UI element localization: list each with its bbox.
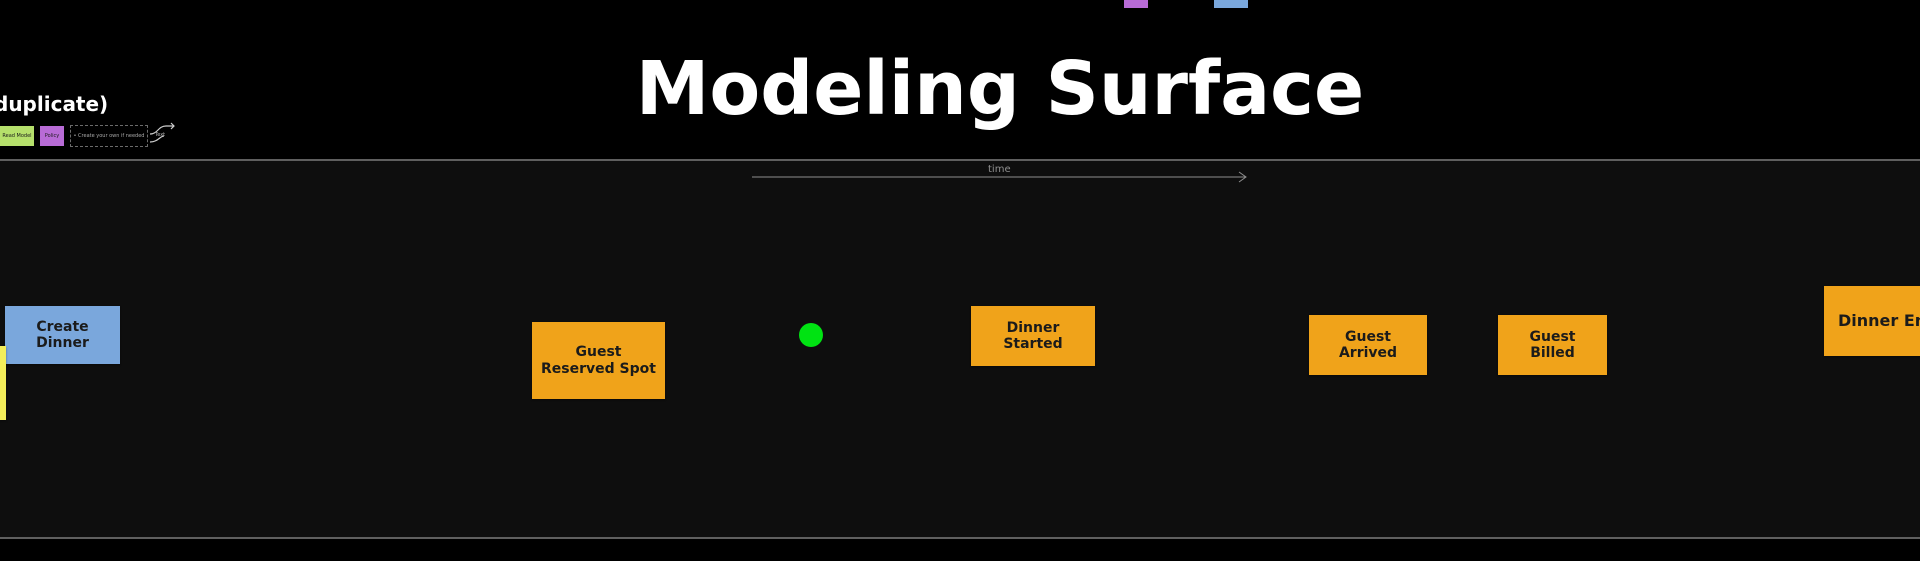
- command-sticky-create-dinner[interactable]: Create Dinner: [5, 306, 120, 364]
- legend-policy-chip[interactable]: Policy: [40, 126, 64, 146]
- time-arrow-icon: [752, 171, 1247, 183]
- event-sticky-guest-reserved-spot[interactable]: Guest Reserved Spot: [532, 322, 665, 399]
- event-sticky-dinner-started[interactable]: Dinner Started: [971, 306, 1095, 366]
- legend-read-model-chip[interactable]: Read Model: [0, 126, 34, 146]
- event-sticky-guest-billed[interactable]: Guest Billed: [1498, 315, 1607, 375]
- flow-arrows-icon: [149, 122, 175, 143]
- event-sticky-dinner-ended[interactable]: Dinner End: [1824, 286, 1920, 356]
- legend-arrows-label: Text: [155, 132, 166, 138]
- page-title: Modeling Surface: [635, 46, 1365, 132]
- time-axis-label: time: [988, 164, 1011, 175]
- modeling-surface-lane[interactable]: [0, 159, 1920, 539]
- top-purple-sticky[interactable]: [1124, 0, 1148, 8]
- event-sticky-guest-arrived[interactable]: Guest Arrived: [1309, 315, 1427, 375]
- legend-title: duplicate): [0, 92, 109, 116]
- legend-note-box[interactable]: • Create your own if needed: [70, 125, 148, 147]
- top-blue-sticky[interactable]: [1214, 0, 1248, 8]
- actor-sticky[interactable]: [0, 346, 6, 420]
- cursor-marker-dot: [799, 323, 823, 347]
